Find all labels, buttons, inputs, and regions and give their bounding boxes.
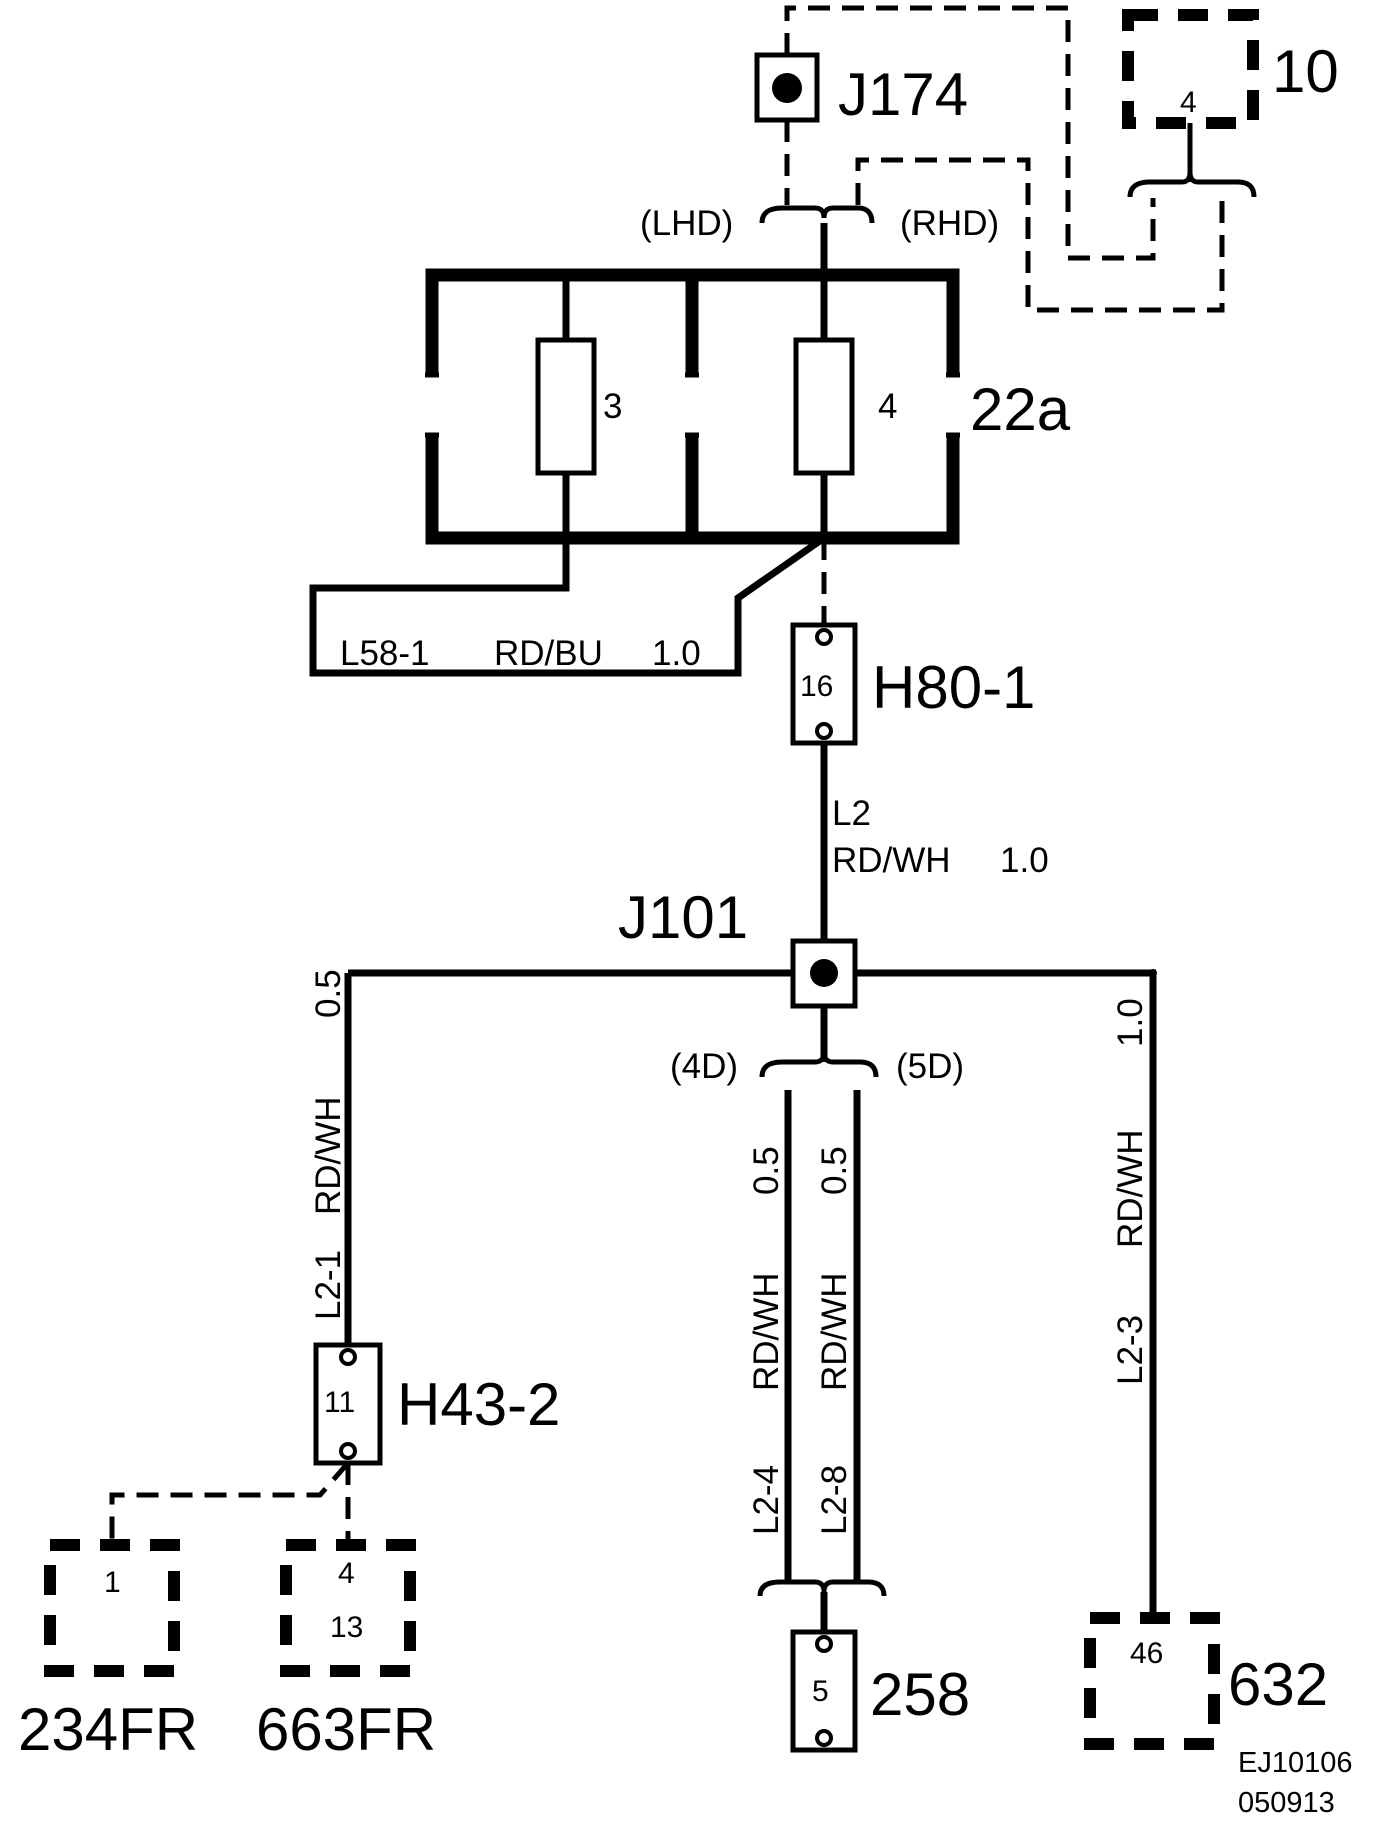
connector-632-label: 632: [1228, 1651, 1328, 1718]
dashed-wire-to-234fr: [109, 1461, 350, 1540]
wire-l58-1-color: RD/BU: [494, 634, 603, 673]
connector-632: [1084, 1612, 1220, 1750]
wire-l2-id: L2: [832, 794, 871, 833]
wire-l58-1-id: L58-1: [340, 634, 430, 673]
wire-l58-1: [309, 535, 827, 677]
j174-splice: [754, 52, 820, 123]
connector-234fr: [44, 1539, 180, 1677]
date-code: 050913: [1238, 1787, 1335, 1819]
j101-label: J101: [618, 884, 748, 951]
lhd-rhd-bracket: [759, 205, 875, 224]
connector-663fr: [280, 1539, 416, 1677]
fuse-3: [535, 337, 597, 476]
wire-l2-8-id: L2-8: [815, 1465, 854, 1535]
wire-l2-8-size: 0.5: [815, 1146, 854, 1195]
wire-l2-4-size: 0.5: [747, 1146, 786, 1195]
fuse-4: [793, 337, 855, 476]
dashed-wire-j174-to-10: [784, 5, 1156, 261]
connector-10-label: 10: [1272, 38, 1339, 105]
d4-d5-bracket: [759, 1051, 879, 1078]
fusebox-label: 22a: [970, 376, 1071, 443]
wire-l2-1-id: L2-1: [309, 1250, 348, 1320]
wire-l2-4-id: L2-4: [747, 1465, 786, 1535]
connector-663fr-pin-top: 4: [338, 1557, 355, 1590]
wire-l2-4-color: RD/WH: [747, 1272, 786, 1391]
fuse-4-number: 4: [878, 387, 897, 426]
d5-label: (5D): [896, 1047, 964, 1086]
connector-258-label: 258: [870, 1661, 970, 1728]
connector-234fr-pin: 1: [104, 1566, 121, 1599]
connector-632-pin: 46: [1130, 1637, 1163, 1670]
connector-258-pin: 5: [812, 1675, 829, 1708]
fusebox-22a: [425, 268, 960, 545]
wire-l2-3-id: L2-3: [1111, 1315, 1150, 1385]
connector-10-pin: 4: [1180, 86, 1197, 119]
fuse-3-number: 3: [603, 387, 622, 426]
connector-h80-1-label: H80-1: [872, 654, 1035, 721]
connector-h43-2-pin: 11: [324, 1386, 355, 1419]
wire-l2-1-color: RD/WH: [309, 1096, 348, 1215]
wire-l2-1-size: 0.5: [309, 969, 348, 1018]
wire-l2-3-color: RD/WH: [1111, 1129, 1150, 1248]
connector-234fr-label: 234FR: [18, 1696, 198, 1763]
wire-l2-size: 1.0: [1000, 841, 1049, 880]
wire-l58-1-size: 1.0: [652, 634, 701, 673]
wire-l2-8-color: RD/WH: [815, 1272, 854, 1391]
connector-663fr-pin-bottom: 13: [330, 1611, 363, 1644]
connector-663fr-label: 663FR: [256, 1696, 436, 1763]
j174-label: J174: [838, 61, 968, 128]
connector-10-bracket: [1127, 171, 1257, 198]
wire-l2-color: RD/WH: [832, 841, 951, 880]
connector-10: [1122, 9, 1259, 129]
connector-h43-2-label: H43-2: [397, 1371, 560, 1438]
dashed-wire-rhd: [855, 157, 1225, 313]
wire-l2-3-size: 1.0: [1111, 998, 1150, 1047]
lhd-label: (LHD): [640, 204, 733, 243]
j101-splice: [790, 938, 858, 1009]
d4-label: (4D): [670, 1047, 738, 1086]
connector-h80-1-pin: 16: [800, 670, 833, 703]
rhd-label: (RHD): [900, 204, 999, 243]
drawing-id: EJ10106: [1238, 1747, 1353, 1779]
